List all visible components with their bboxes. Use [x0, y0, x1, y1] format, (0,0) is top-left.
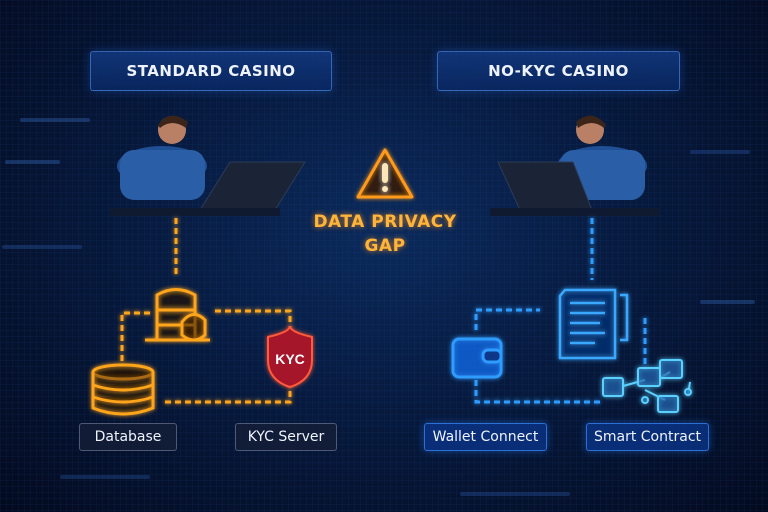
- wallet-connect-label-text: Wallet Connect: [432, 429, 539, 445]
- standard-casino-header: STANDARD CASINO: [90, 51, 332, 91]
- kyc-server-label-text: KYC Server: [247, 429, 325, 445]
- data-streak: [20, 118, 90, 122]
- kyc-server-label: KYC Server: [235, 423, 337, 451]
- wallet-connect-label: Wallet Connect: [424, 423, 547, 451]
- data-streak: [60, 475, 150, 479]
- database-label-text: Database: [94, 429, 162, 445]
- warning-line-2: GAP: [364, 236, 406, 256]
- no-kyc-casino-header: NO-KYC CASINO: [437, 51, 680, 91]
- shield-icon: KYC: [267, 325, 313, 389]
- svg-text:KYC: KYC: [275, 351, 305, 367]
- person-laptop-icon-right: [490, 115, 660, 216]
- warning-triangle-icon: [356, 148, 414, 199]
- document-icon: [558, 288, 629, 360]
- standard-casino-title: STANDARD CASINO: [126, 62, 296, 80]
- database-label: Database: [79, 423, 177, 451]
- data-streak: [2, 245, 82, 249]
- right-connectors: [474, 218, 647, 404]
- blockchain-network-icon: [602, 359, 692, 413]
- no-kyc-casino-title: NO-KYC CASINO: [488, 62, 629, 80]
- database-icon: [91, 363, 155, 416]
- warning-line-1: DATA PRIVACY: [313, 212, 457, 232]
- smart-contract-label-text: Smart Contract: [593, 429, 702, 445]
- data-streak: [460, 492, 570, 496]
- left-connectors: [120, 218, 292, 404]
- wallet-icon: [451, 337, 503, 379]
- smart-contract-label: Smart Contract: [586, 423, 709, 451]
- person-laptop-icon-left: [110, 115, 306, 216]
- data-privacy-gap-label: DATA PRIVACY GAP: [295, 210, 475, 258]
- database-icon-secure: [145, 288, 210, 342]
- data-streak: [5, 160, 60, 164]
- data-streak: [690, 150, 750, 154]
- data-streak: [700, 300, 755, 304]
